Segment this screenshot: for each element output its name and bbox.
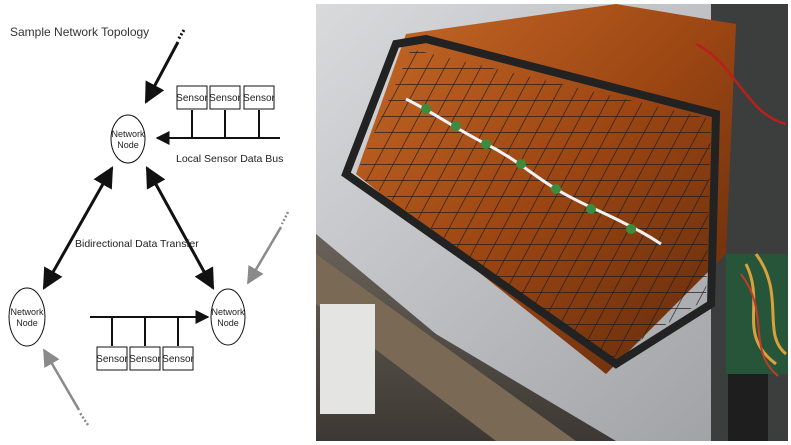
sensor-box-top-2: Sensor [209, 85, 242, 110]
svg-text:Sensor: Sensor [129, 354, 161, 365]
photo-board-frame [341, 34, 721, 369]
incoming-arrow-top [144, 41, 180, 104]
photo-colored-wires [744, 253, 788, 366]
transfer-arrow-right [145, 166, 215, 290]
sensor-box-bottom-1: Sensor [96, 346, 129, 371]
photo-wood-edge [316, 254, 576, 441]
sensor-box-top-1: Sensor [176, 85, 209, 110]
network-node-right: Network Node [210, 288, 246, 346]
network-topology-diagram: Sample Network Topology Bidirectional Da… [8, 25, 290, 426]
incoming-arrow-dashed-bottom-left [78, 412, 90, 426]
svg-text:Network: Network [211, 307, 245, 317]
photo-sensor-nodes [421, 104, 636, 234]
svg-text:Network: Network [111, 129, 145, 139]
transfer-label: Bidirectional Data Transfer [75, 238, 199, 250]
photo-colored-wires-2 [740, 273, 779, 377]
sensor-box-top-3: Sensor [243, 85, 276, 110]
diagram-title: Sample Network Topology [10, 25, 149, 39]
sensor-box-bottom-3: Sensor [162, 346, 195, 371]
incoming-arrow-right [246, 226, 283, 285]
svg-text:Node: Node [16, 318, 38, 328]
svg-text:Sensor: Sensor [96, 354, 128, 365]
svg-text:Node: Node [217, 318, 239, 328]
photo-white-box [320, 304, 375, 414]
svg-text:Sensor: Sensor [243, 93, 275, 104]
svg-text:Sensor: Sensor [176, 93, 208, 104]
bus-label: Local Sensor Data Bus [176, 153, 283, 165]
incoming-arrow-bottom-left [42, 348, 81, 411]
svg-text:Network: Network [10, 307, 44, 317]
network-node-left: Network Node [8, 287, 46, 347]
network-node-top: Network Node [110, 114, 146, 164]
sensor-grid-photo [316, 4, 788, 441]
incoming-arrow-dashed-right [280, 211, 290, 225]
photo-connector-block [728, 374, 768, 441]
sensor-box-bottom-2: Sensor [129, 346, 162, 371]
svg-text:Node: Node [117, 140, 139, 150]
photo-wire-mesh [356, 49, 711, 359]
photo-red-cable [695, 42, 787, 126]
svg-text:Sensor: Sensor [209, 93, 241, 104]
svg-text:Sensor: Sensor [162, 354, 194, 365]
incoming-arrow-dashed-top [176, 29, 186, 41]
photo-workbench [316, 234, 616, 441]
transfer-arrow-left [42, 166, 114, 290]
